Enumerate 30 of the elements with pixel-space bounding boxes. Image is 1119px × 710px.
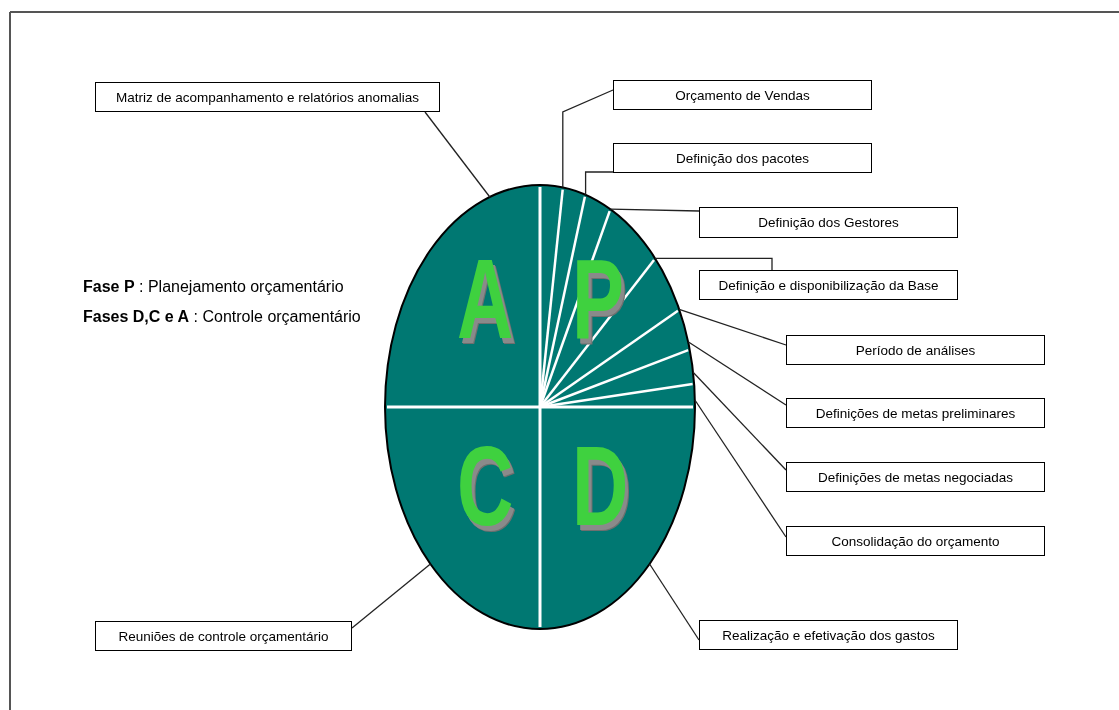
note-text: Fase P : Planejamento orçamentário — [83, 278, 344, 296]
label-box: Definições de metas preliminares — [786, 398, 1045, 428]
phase-letter: D — [572, 429, 629, 543]
leader-line — [648, 563, 700, 641]
quadrant-sector — [540, 407, 695, 629]
label-box: Consolidação do orçamento — [786, 526, 1045, 556]
label-box: Definição dos pacotes — [613, 143, 872, 173]
leader-line — [424, 111, 491, 198]
leader-line — [692, 371, 787, 471]
label-box: Definições de metas negociadas — [786, 462, 1045, 492]
leader-line — [584, 171, 614, 196]
label-box: Período de análises — [786, 335, 1045, 365]
label-box: Realização e efetivação dos gastos — [699, 620, 958, 650]
leader-line — [562, 89, 614, 189]
phase-letter: A — [457, 242, 514, 356]
quadrant-sector — [385, 185, 540, 407]
label-box: Orçamento de Vendas — [613, 80, 872, 110]
leader-line — [678, 308, 787, 346]
label-box: Definição e disponibilização da Base — [699, 270, 958, 300]
leader-line — [654, 257, 773, 271]
leader-line — [609, 208, 700, 212]
note-text: Fases D,C e A : Controle orçamentário — [83, 308, 361, 326]
leader-line — [351, 563, 432, 629]
leader-line — [694, 399, 787, 538]
phase-letter: C — [457, 429, 514, 543]
label-box: Matriz de acompanhamento e relatórios anomalias — [95, 82, 440, 112]
quadrant-sector — [385, 407, 540, 629]
label-box: Reuniões de controle orçamentário — [95, 621, 352, 651]
label-box: Definição dos Gestores — [699, 207, 958, 238]
leader-line — [687, 341, 787, 406]
